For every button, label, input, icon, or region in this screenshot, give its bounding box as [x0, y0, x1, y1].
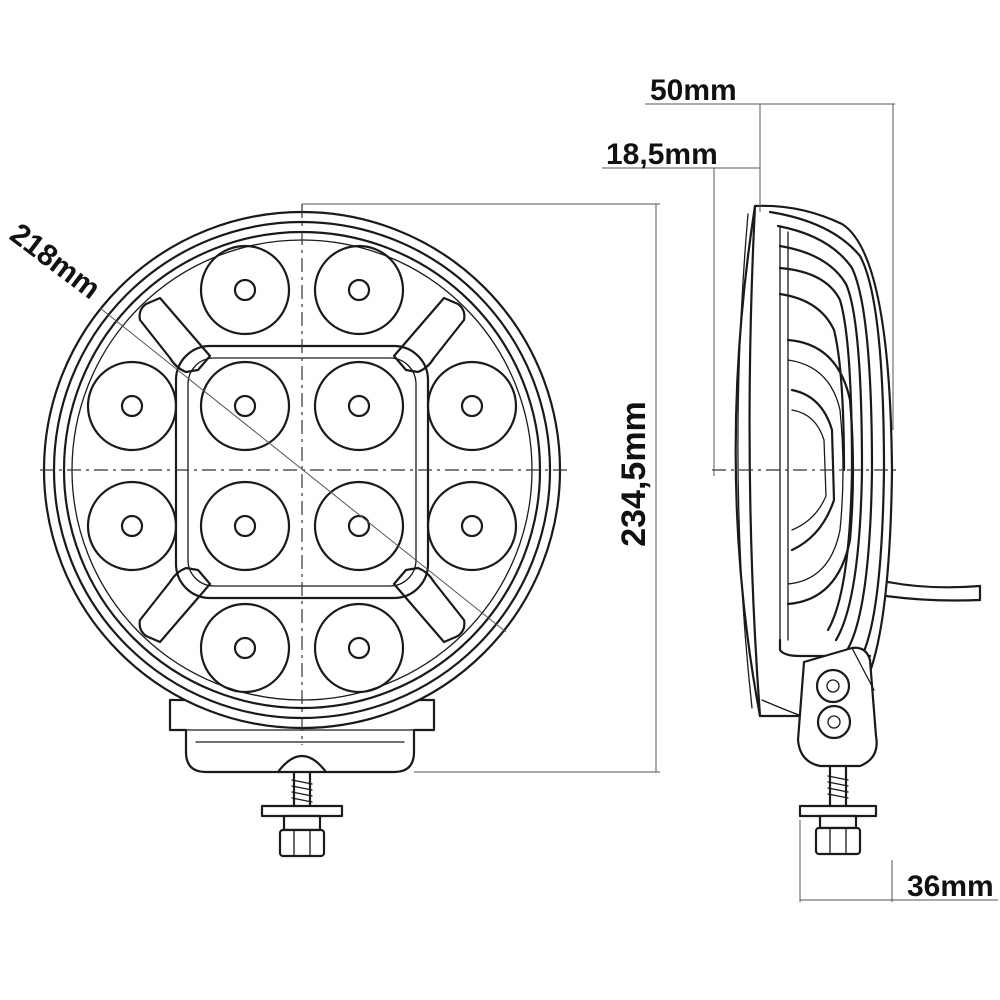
led-cup	[199, 244, 291, 336]
led-reflectors	[86, 244, 518, 694]
front-view	[40, 204, 570, 858]
total-depth-label: 50mm	[650, 74, 737, 107]
led-cup	[313, 360, 405, 452]
height-dimension	[302, 203, 660, 773]
led-cup	[199, 360, 291, 452]
side-lens	[734, 204, 762, 718]
diameter-label: 218mm	[4, 217, 106, 306]
led-cup	[313, 244, 405, 336]
led-cup	[313, 602, 405, 694]
depth-dimensions	[602, 103, 998, 902]
side-mount-bracket	[796, 646, 878, 768]
bracket-width-label: 36mm	[907, 870, 994, 903]
led-cup	[86, 360, 178, 452]
side-view	[712, 204, 982, 856]
led-cup	[199, 480, 291, 572]
lens-depth-label: 18,5mm	[606, 138, 718, 171]
cooling-fins	[768, 210, 886, 662]
led-cup	[313, 480, 405, 572]
power-cable	[884, 580, 982, 602]
front-mount-bolt	[260, 770, 344, 858]
height-label: 234,5mm	[615, 401, 653, 547]
led-cup	[426, 480, 518, 572]
led-cup	[199, 602, 291, 694]
side-mount-bolt	[798, 764, 878, 856]
led-cup	[426, 360, 518, 452]
diameter-dimension-line	[99, 307, 507, 633]
position-light-bars	[138, 296, 466, 644]
led-cup	[86, 480, 178, 572]
